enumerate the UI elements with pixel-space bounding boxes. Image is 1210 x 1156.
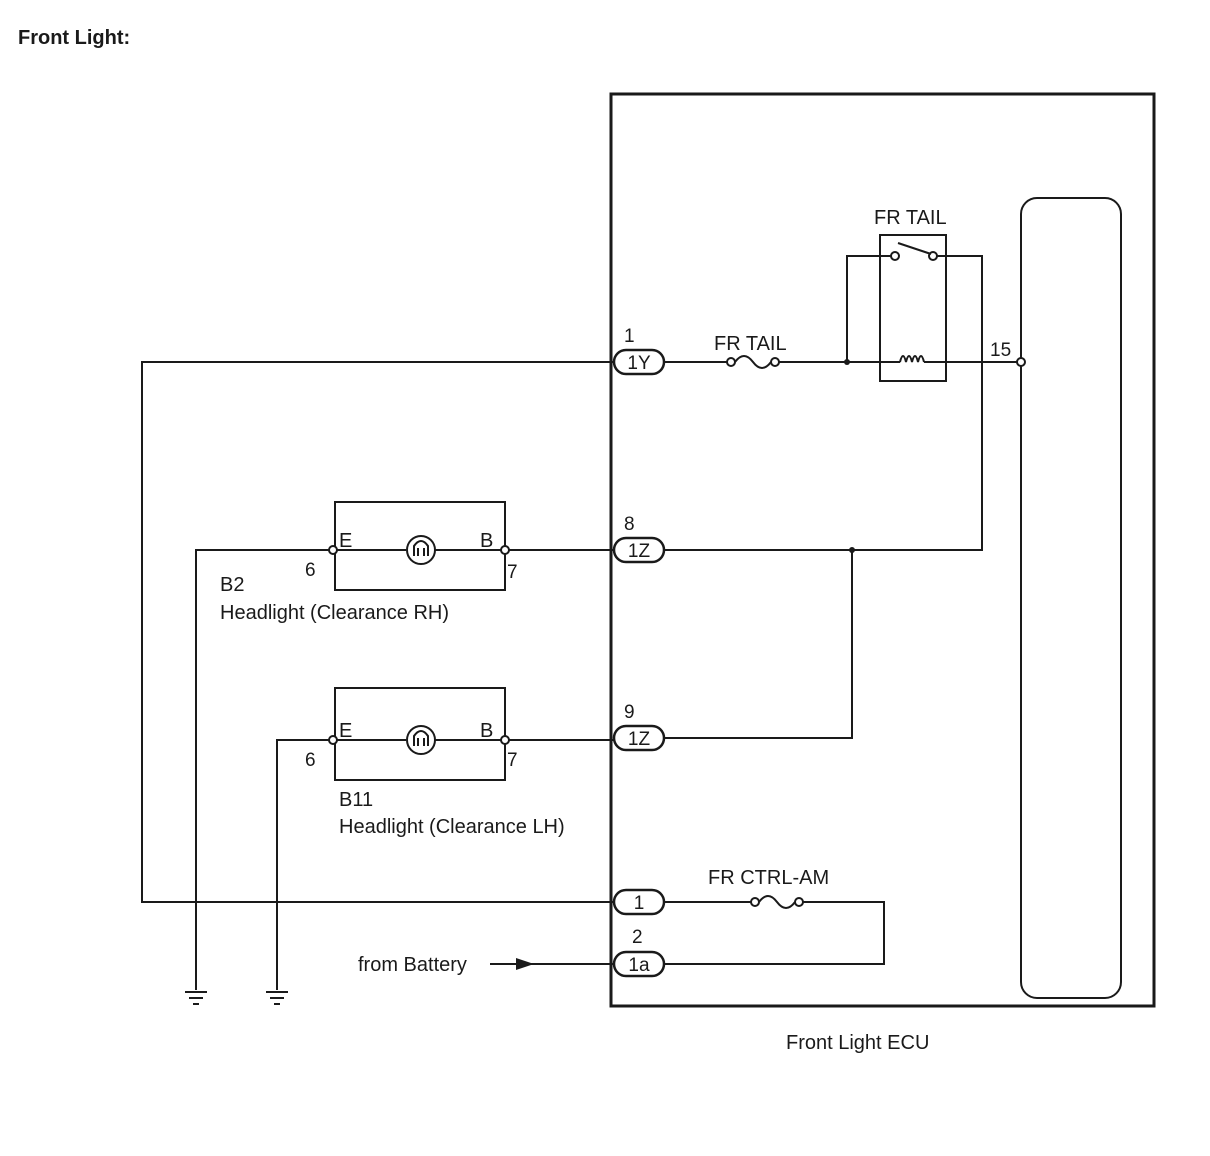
ecu-cpu-block (1020, 197, 1122, 999)
wire-node-to-1z-9 (664, 550, 853, 739)
svg-text:1Z: 1Z (628, 541, 651, 562)
wire-ctrl-am-loop (664, 901, 885, 965)
svg-text:7: 7 (507, 562, 518, 583)
wire-1y-to-1 (141, 361, 614, 903)
relay-switch-contact (897, 242, 932, 255)
headlight-b11-box (334, 687, 506, 781)
battery-label: from Battery (358, 954, 467, 976)
headlight-b2: E B 6 7 B2 Headlight (Clearance RH) (220, 501, 518, 624)
fuse-fr-ctrl-am-label: FR CTRL-AM (708, 867, 829, 889)
ground-icon (185, 991, 207, 1005)
diagram-title: Front Light: (18, 27, 130, 49)
relay-label: FR TAIL (874, 207, 947, 229)
headlight-b11: E B 6 7 B11 Headlight (Clearance LH) (305, 687, 565, 838)
svg-text:6: 6 (305, 750, 316, 771)
connector-1: 1 (612, 888, 666, 916)
fr-tail-relay: FR TAIL (874, 207, 947, 382)
b11-ground-wire (276, 739, 329, 990)
svg-text:2: 2 (632, 927, 643, 948)
connector-1z-pin8: 1Z 8 (612, 514, 666, 564)
svg-text:B: B (480, 720, 493, 742)
relay-coil (880, 355, 946, 363)
ecu-label: Front Light ECU (786, 1032, 929, 1054)
relay-switch-wire-right (852, 255, 983, 551)
headlight-b11-name: Headlight (Clearance LH) (339, 816, 565, 838)
connector-1y: 1Y 1 (612, 326, 666, 376)
headlight-b2-name: Headlight (Clearance RH) (220, 602, 449, 624)
svg-text:1: 1 (624, 326, 635, 347)
relay-switch-wire-left (846, 255, 891, 362)
relay-box (879, 234, 947, 382)
connector-1z-pin9: 1Z 9 (612, 702, 666, 752)
headlight-b11-code: B11 (339, 789, 373, 811)
fuse-fr-tail-label: FR TAIL (714, 333, 787, 355)
connector-1a: 1a 2 (612, 927, 666, 978)
svg-text:1Z: 1Z (628, 729, 651, 750)
b2-ground-wire (195, 549, 329, 990)
ground-icon (266, 991, 288, 1005)
svg-text:B: B (480, 530, 493, 552)
relay-pin-15: 15 (990, 340, 1011, 361)
fr-tail-fuse: FR TAIL (714, 333, 787, 369)
svg-text:1: 1 (634, 893, 645, 914)
svg-text:1Y: 1Y (627, 353, 651, 374)
svg-text:E: E (339, 720, 352, 742)
headlight-b2-code: B2 (220, 574, 244, 596)
svg-text:8: 8 (624, 514, 635, 535)
svg-text:E: E (339, 530, 352, 552)
svg-text:1a: 1a (628, 955, 650, 976)
fr-ctrl-am-fuse: FR CTRL-AM (708, 867, 829, 909)
svg-text:6: 6 (305, 560, 316, 581)
arrow-right-icon (516, 958, 534, 970)
svg-text:7: 7 (507, 750, 518, 771)
svg-text:9: 9 (624, 702, 635, 723)
